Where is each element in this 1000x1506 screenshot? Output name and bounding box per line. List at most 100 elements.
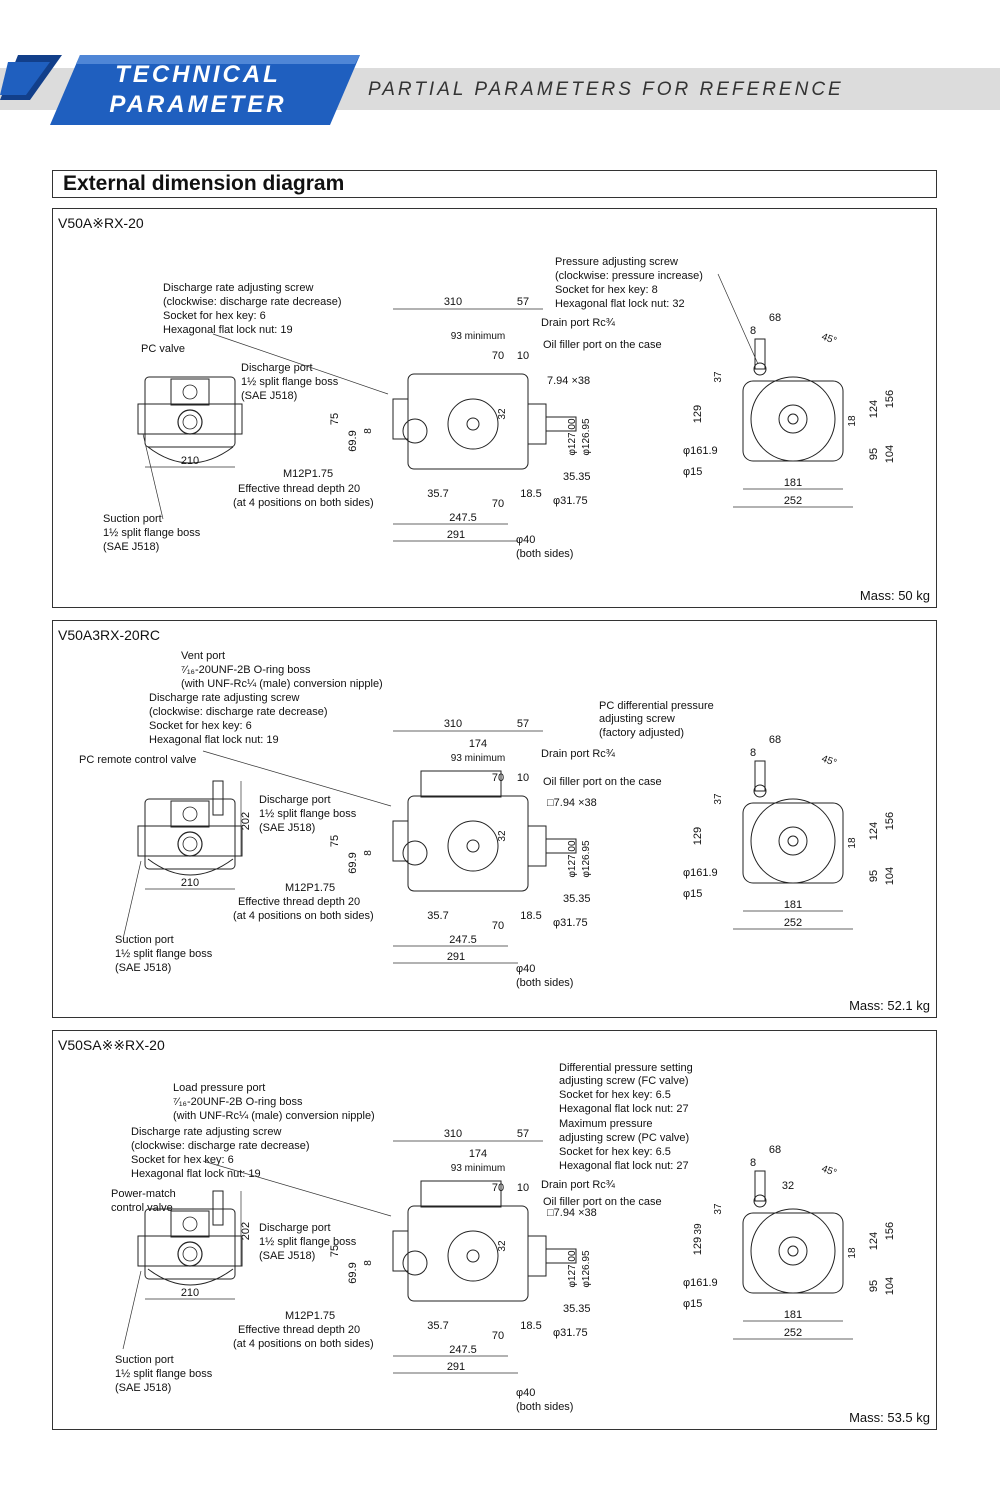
- dim-95: 95: [868, 870, 880, 882]
- dim-129: 129: [692, 405, 704, 423]
- dim-202: 202: [240, 1222, 252, 1240]
- dim-156: 156: [884, 1222, 896, 1240]
- dim-75: 75: [329, 835, 341, 847]
- callout-fc-hex: Socket for hex key: 6.5: [559, 1089, 671, 1101]
- dim-keyway: □7.94 ×38: [547, 1207, 597, 1219]
- flange: [137, 403, 243, 435]
- callouts: Discharge rate adjusting screw (clockwise…: [103, 256, 759, 560]
- suction-port-circle: [177, 1241, 203, 1267]
- mass-label: Mass: 52.1 kg: [849, 998, 930, 1013]
- dim-129: 129: [692, 1237, 704, 1255]
- leader-line: [142, 433, 164, 520]
- dim-18: 18: [847, 415, 858, 427]
- callout-suction-boss: 1½ split flange boss: [115, 1368, 213, 1380]
- lock-nut: [753, 362, 767, 376]
- callout-lock-nut: Hexagonal flat lock nut: 19: [131, 1168, 261, 1180]
- callout-suction-boss: 1½ split flange boss: [103, 527, 201, 539]
- callout-discharge-rate-note: (clockwise: discharge rate decrease): [163, 296, 342, 308]
- callout-diff-pressure: Differential pressure setting: [559, 1062, 693, 1074]
- suction-port-circle: [177, 409, 203, 435]
- dim-161.9: φ161.9: [683, 867, 718, 879]
- dim-181: 181: [784, 477, 802, 489]
- dim-keyway: □7.94 ×38: [547, 797, 597, 809]
- section-title: External dimension diagram: [63, 172, 345, 195]
- leader-line: [202, 750, 392, 807]
- control-block: [420, 1180, 502, 1208]
- port-inner: [182, 414, 198, 430]
- dim-18: 18: [847, 1247, 858, 1259]
- end-housing: [750, 798, 836, 884]
- callout-thread-depth: Effective thread depth 20: [238, 1324, 360, 1336]
- dim-45deg: 45°: [820, 1163, 838, 1179]
- end-housing: [750, 1208, 836, 1294]
- dim-126.95: φ126.95: [581, 840, 592, 878]
- dim-310: 310: [444, 296, 462, 308]
- callout-suction-boss: 1½ split flange boss: [115, 948, 213, 960]
- section-title-box: External dimension diagram: [52, 170, 937, 198]
- dim-39: 39: [693, 1223, 704, 1235]
- callout-pc-hex: Socket for hex key: 6.5: [559, 1146, 671, 1158]
- callout-nipple: (with UNF-Rc¼ (male) conversion nipple): [181, 678, 383, 690]
- dim-75: 75: [329, 1245, 341, 1257]
- callout-discharge-rate-screw: Discharge rate adjusting screw: [163, 282, 313, 294]
- leader-line: [202, 1160, 392, 1217]
- callout-oil-filler: Oil filler port on the case: [543, 339, 662, 351]
- callout-sae: (SAE J518): [241, 390, 297, 402]
- callout-suction-sae: (SAE J518): [103, 541, 159, 553]
- callout-discharge-rate-note: (clockwise: discharge rate decrease): [149, 706, 328, 718]
- callout-thread-positions: (at 4 positions on both sides): [233, 497, 374, 509]
- dim-210: 210: [181, 877, 199, 889]
- adjust-screw-body: [392, 820, 409, 862]
- model-name: V50SA※※RX-20: [58, 1037, 165, 1053]
- dim-247.5: 247.5: [449, 512, 477, 524]
- port-inner: [182, 836, 198, 852]
- dim-37: 37: [713, 1203, 724, 1215]
- end-housing: [750, 376, 836, 462]
- leader-line: [122, 1270, 142, 1350]
- discharge-port-circle: [402, 1250, 428, 1276]
- callout-suction-sae: (SAE J518): [115, 962, 171, 974]
- dim-31.75: φ31.75: [553, 495, 588, 507]
- callout-suction-port: Suction port: [115, 1354, 174, 1366]
- end-hub: [778, 1236, 808, 1266]
- callout-oil-filler: Oil filler port on the case: [543, 1196, 662, 1208]
- callout-pc-diff: PC differential pressure: [599, 700, 714, 712]
- dim-310: 310: [444, 718, 462, 730]
- dim-247.5: 247.5: [449, 1344, 477, 1356]
- callout-both-sides: (both sides): [516, 1401, 573, 1413]
- callout-fc-screw: adjusting screw (FC valve): [559, 1075, 689, 1087]
- callout-thread-positions: (at 4 positions on both sides): [233, 910, 374, 922]
- dim-124: 124: [868, 822, 880, 840]
- shaft: [545, 838, 577, 854]
- end-shaft: [787, 1245, 799, 1257]
- callout-phi40: φ40: [516, 534, 535, 546]
- end-hub: [778, 404, 808, 434]
- callout-phi40: φ40: [516, 1387, 535, 1399]
- callout-lock-nut: Hexagonal flat lock nut: 19: [149, 734, 279, 746]
- end-flange: [742, 1212, 844, 1294]
- dim-32: 32: [497, 830, 508, 842]
- dim-18: 18: [847, 837, 858, 849]
- pump-lower-arc: [147, 858, 234, 876]
- dim-93: 93 minimum: [451, 753, 505, 764]
- dim-57: 57: [517, 718, 529, 730]
- dim-70-b: 70: [492, 1330, 504, 1342]
- dim-69.9: 69.9: [347, 852, 359, 873]
- callout-drain-port: Drain port Rc¾: [541, 1179, 616, 1191]
- pump-body: [144, 798, 236, 870]
- dim-18.5: 18.5: [520, 1320, 541, 1332]
- dim-37: 37: [713, 371, 724, 383]
- callout-drain-port: Drain port Rc¾: [541, 317, 616, 329]
- dim-69.9: 69.9: [347, 1262, 359, 1283]
- mount-flange: [527, 403, 547, 445]
- callout-port: Vent port: [181, 650, 225, 662]
- dim-8-b: 8: [750, 747, 756, 759]
- callout-thread-positions: (at 4 positions on both sides): [233, 1338, 374, 1350]
- dim-291: 291: [447, 951, 465, 963]
- callout-factory-adjusted: (factory adjusted): [599, 727, 684, 739]
- valve-port: [182, 806, 198, 822]
